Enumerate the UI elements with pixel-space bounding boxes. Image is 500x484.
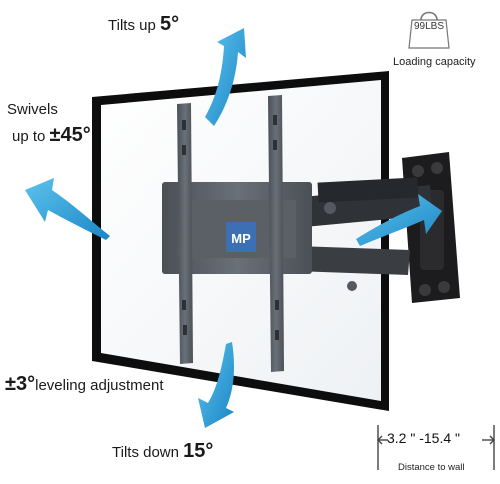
swivel-prefix: up to: [12, 128, 50, 145]
swivel-right-arrow-icon: [356, 194, 442, 246]
tilt-up-value: 5: [159, 13, 172, 35]
motion-arrows: [25, 28, 442, 428]
brand-logo-text: MP: [231, 231, 251, 246]
swivel-unit: °: [82, 124, 91, 146]
swivel-label-line2: up to ±45°: [12, 124, 91, 147]
swivel-value: ±45: [49, 124, 83, 146]
leveling-unit: °: [27, 373, 36, 395]
swivel-left-arrow-icon: [25, 178, 110, 240]
leveling-value: ±3: [5, 373, 28, 395]
tilt-up-label: Tilts up 5°: [108, 13, 179, 36]
swivel-label-line1: Swivels: [7, 101, 58, 118]
leveling-label: ±3°leveling adjustment: [5, 373, 164, 396]
distance-label: Distance to wall: [398, 462, 465, 473]
weight-icon: [408, 11, 450, 49]
tilt-up-text: Tilts up: [108, 17, 160, 34]
leveling-text: leveling adjustment: [35, 377, 164, 394]
tilt-down-label: Tilts down 15°: [112, 440, 213, 463]
tilt-down-value: 15: [183, 440, 206, 462]
tilt-down-arrow-icon: [198, 342, 234, 428]
tilt-down-text: Tilts down: [112, 444, 184, 461]
weight-badge-text: 99LBS: [413, 21, 445, 32]
loading-capacity-label: Loading capacity: [393, 56, 476, 68]
vertical-rails: [177, 95, 284, 372]
tilt-down-unit: °: [205, 440, 214, 462]
tilt-up-arrow-icon: [205, 28, 246, 126]
distance-bracket: [377, 425, 495, 470]
wall-plate: [402, 152, 460, 303]
distance-value: 3.2 " -15.4 ": [387, 430, 460, 446]
tilt-up-unit: °: [171, 13, 180, 35]
